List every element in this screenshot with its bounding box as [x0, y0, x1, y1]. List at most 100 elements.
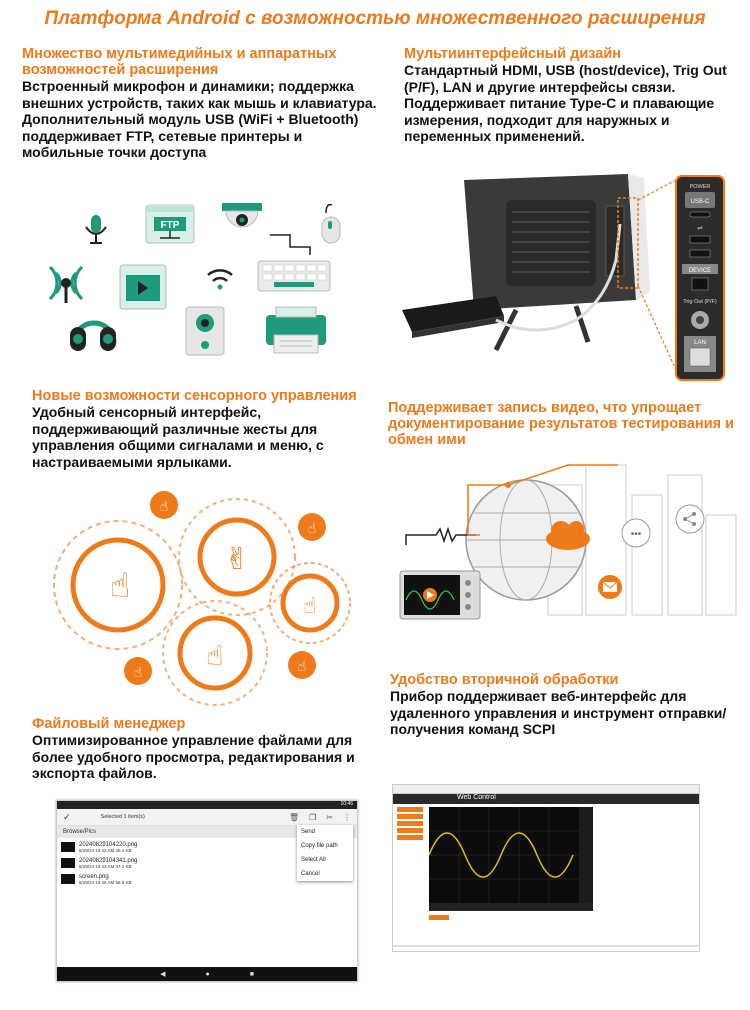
webcontrol-screenshot: Web Control [392, 784, 700, 952]
filemanager-screenshot: 10:46 ✓ Selected 1 item(s) 🗑 ❐ ✂ ⋮ Brows… [56, 800, 358, 982]
antenna-icon [48, 265, 84, 303]
share-icon [675, 504, 705, 534]
video-sharing-illustration: ••• [399, 464, 737, 620]
usb-icon: ⇌ [697, 225, 703, 232]
headphones-icon [70, 320, 117, 351]
menu-btn[interactable] [397, 814, 423, 819]
toolbar: ✓ Selected 1 item(s) 🗑 ❐ ✂ ⋮ [57, 809, 357, 826]
video-section: Поддерживает запись видео, что упрощает … [388, 400, 743, 448]
multimedia-title: Множество мультимедийных и аппаратных во… [22, 46, 337, 78]
recents-icon[interactable]: ■ [249, 970, 254, 978]
multimedia-icons: FTP [48, 203, 341, 356]
mail-icon [598, 575, 622, 599]
multimedia-section: Множество мультимедийных и аппаратных во… [22, 46, 382, 161]
menu-item-send[interactable]: Send [301, 829, 316, 835]
oscilloscope-front [399, 570, 481, 620]
menu-btn[interactable] [397, 821, 423, 826]
back-icon[interactable]: ◀ [160, 971, 166, 978]
touch-gestures-illustration: ☝ ✌ ☝ ☝ ☝ ☝ ☝ ☝ [53, 491, 351, 706]
chat-bubble-icon: ••• [621, 518, 651, 548]
port-power-label: POWER [690, 184, 711, 190]
hand-pinch-icon: ☝ [206, 639, 223, 672]
trash-icon[interactable]: 🗑 [288, 812, 300, 822]
selected-count: Selected 1 item(s) [100, 814, 145, 820]
home-icon[interactable]: ● [205, 970, 210, 978]
browser-bar [393, 785, 699, 794]
nav-bar: ◀ ● ■ [57, 967, 357, 981]
cloud-icon [546, 521, 590, 550]
touch-section: Новые возможности сенсорного управления … [32, 388, 362, 470]
webcontrol-title: Web Control [393, 794, 699, 804]
menu-btn[interactable] [397, 828, 423, 833]
microphone-icon [85, 215, 107, 244]
hand-small-icon-3: ☝ [134, 665, 143, 681]
scope-status-bar [429, 903, 593, 911]
camera-icon [222, 203, 262, 228]
copy-icon[interactable]: ❐ [309, 812, 317, 822]
touch-title: Новые возможности сенсорного управления [32, 388, 357, 404]
hand-small-icon-1: ☝ [160, 499, 169, 515]
scope-side-panel [579, 807, 593, 903]
keyboard-icon [257, 260, 331, 292]
breadcrumb: Browse/Pics [57, 826, 357, 838]
hand-small-icon-2: ☝ [308, 521, 317, 537]
file-meta: 8/29/24 10:42 AM 46.4 KB [79, 847, 132, 853]
speaker-icon [185, 306, 225, 356]
device-rear-illustration: POWER USB-C ⇌ DEVICE Trig Out (P/F) LAN [402, 174, 725, 381]
ftp-label: FTP [161, 220, 180, 231]
power-bank [402, 296, 504, 338]
hand-two-finger-icon: ✌ [224, 542, 249, 577]
filemanager-section: Файловый менеджер Оптимизированное управ… [32, 716, 372, 782]
file-name: 20240829104220.png [79, 841, 138, 848]
port-device-label: DEVICE [689, 268, 711, 274]
file-name: screen.png [79, 873, 109, 880]
image-thumbnail-icon [61, 874, 75, 884]
image-thumbnail-icon [61, 858, 75, 868]
port-usbc-label: USB-C [691, 199, 710, 205]
mouse-icon [321, 203, 341, 244]
filemanager-body: Оптимизированное управление файлами для … [32, 732, 355, 781]
menu-item-cancel[interactable]: Cancel [301, 871, 320, 877]
video-icon [119, 264, 167, 310]
menu-item-copy-path[interactable]: Copy file path [301, 843, 338, 849]
image-thumbnail-icon [61, 842, 75, 852]
ports-panel: POWER USB-C ⇌ DEVICE Trig Out (P/F) LAN [675, 175, 725, 381]
video-title: Поддерживает запись видео, что упрощает … [388, 400, 735, 448]
file-meta: 8/29/24 10:43 AM 47.1 KB [79, 863, 132, 869]
secondary-title: Удобство вторичной обработки [390, 672, 619, 688]
footer-line [393, 945, 699, 947]
menu-item-select-all[interactable]: Select All [301, 857, 326, 863]
hand-tap-icon: ☝ [303, 594, 316, 619]
send-button[interactable] [429, 915, 449, 920]
check-icon[interactable]: ✓ [63, 811, 71, 822]
interface-section: Мультиинтерфейсный дизайн Стандартный HD… [404, 46, 734, 145]
touch-body: Удобный сенсорный интерфейс, поддерживаю… [32, 404, 324, 470]
filemanager-title: Файловый менеджер [32, 716, 186, 732]
interface-title: Мультиинтерфейсный дизайн [404, 46, 622, 62]
status-bar: 10:46 [57, 801, 357, 809]
interface-body: Стандартный HDMI, USB (host/device), Tri… [404, 62, 727, 144]
port-trig-label: Trig Out (P/F) [683, 299, 717, 305]
printer-icon [266, 306, 326, 354]
scope-display [429, 807, 579, 903]
ftp-icon: FTP [145, 204, 195, 244]
file-name: 20240829104341.png [79, 857, 138, 864]
hand-small-icon-4: ☝ [298, 659, 307, 675]
file-meta: 8/29/24 10:46 AM 56.8 KB [79, 879, 132, 885]
webcontrol-menu [397, 807, 423, 842]
oscilloscope-rear [464, 174, 650, 352]
menu-btn[interactable] [397, 835, 423, 840]
menu-btn[interactable] [397, 807, 423, 812]
wifi-icon [207, 269, 233, 290]
more-icon[interactable]: ⋮ [343, 812, 351, 822]
cut-icon[interactable]: ✂ [326, 812, 333, 822]
secondary-body: Прибор поддерживает веб-интерфейс для уд… [390, 688, 727, 737]
port-lan-label: LAN [694, 340, 706, 346]
context-menu: Send Copy file path Select All Cancel [297, 825, 353, 881]
svg-text:•••: ••• [631, 529, 642, 540]
multimedia-body: Встроенный микрофон и динамики; поддержк… [22, 78, 377, 160]
